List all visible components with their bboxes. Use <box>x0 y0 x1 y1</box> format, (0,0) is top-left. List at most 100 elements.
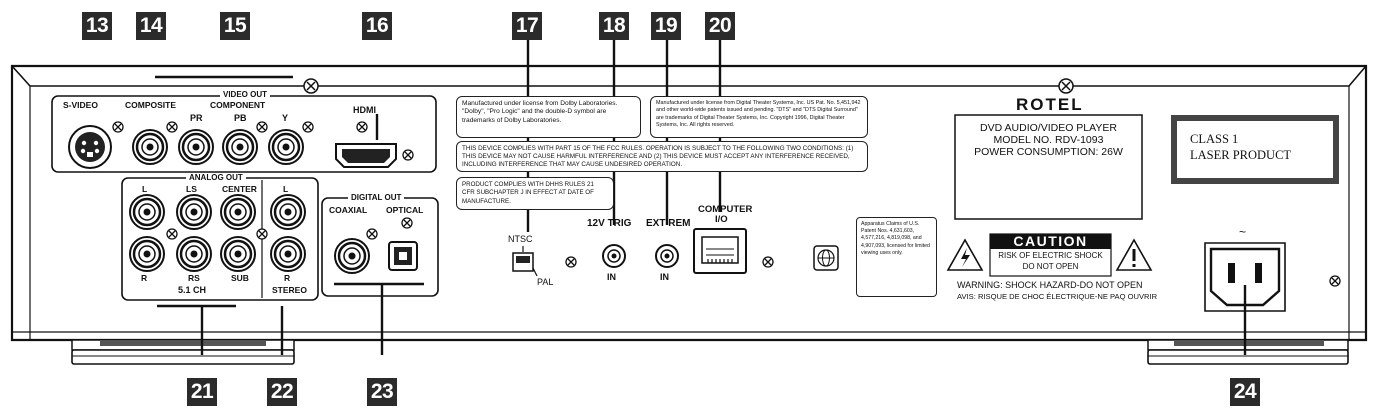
trig-label: 12V TRIG <box>587 218 632 229</box>
hazard-triangle-right <box>1115 238 1153 271</box>
avis-line: AVIS: RISQUE DE CHOC ÉLECTRIQUE-NE PAQ O… <box>957 292 1158 301</box>
screw-2 <box>166 121 178 133</box>
rca-pb <box>222 129 258 165</box>
rca-analog-center <box>220 194 256 230</box>
rca-analog-sub <box>220 236 256 272</box>
callout-15: 15 <box>220 12 250 40</box>
right-foot <box>1147 339 1349 365</box>
y-label: Y <box>282 113 289 123</box>
svideo-jack <box>68 125 112 169</box>
screw-10 <box>401 217 413 229</box>
pr-label: PR <box>190 113 203 123</box>
trig-in-label: IN <box>607 272 616 282</box>
rca-analog-l <box>129 194 165 230</box>
screw-11 <box>565 256 577 268</box>
screw-5 <box>356 121 368 133</box>
analog-l-label: L <box>142 184 148 194</box>
pal-label: PAL <box>537 277 554 287</box>
callout-23: 23 <box>367 378 397 406</box>
digital-out-title: DIGITAL OUT <box>348 193 405 202</box>
callout-16: 16 <box>362 12 392 40</box>
screw-top-right <box>1058 78 1074 94</box>
analog-stereo-label: STEREO <box>272 285 307 295</box>
rca-composite <box>132 129 168 165</box>
screw-14 <box>1329 275 1341 287</box>
fcc-notice: THIS DEVICE COMPLIES WITH PART 15 OF THE… <box>456 141 868 172</box>
analog-sub-label: SUB <box>231 273 249 283</box>
trig-jack <box>602 244 626 268</box>
extrem-in-label: IN <box>660 272 669 282</box>
model-label-box <box>954 114 1143 220</box>
optical-port <box>388 241 418 271</box>
callout-17: 17 <box>512 12 542 40</box>
computer-label: COMPUTER <box>698 204 753 215</box>
video-out-title: VIDEO OUT <box>220 90 271 99</box>
analog-out-title: ANALOG OUT <box>186 173 246 182</box>
model-line3: POWER CONSUMPTION: 26W <box>974 146 1123 158</box>
analog-ls-label: LS <box>186 184 197 194</box>
screw-4 <box>302 121 314 133</box>
hazard-triangle-left <box>946 238 984 271</box>
analog-r-label: R <box>141 273 148 283</box>
panel-screws <box>112 121 1341 287</box>
caution-line1: RISK OF ELECTRIC SHOCK <box>998 251 1103 260</box>
svideo-label: S-VIDEO <box>63 100 98 110</box>
hdmi-label: HDMI <box>353 105 376 115</box>
callout-18: 18 <box>599 12 629 40</box>
composite-label: COMPOSITE <box>125 100 177 110</box>
model-line1: DVD AUDIO/VIDEO PLAYER <box>980 122 1117 134</box>
computer-io-port <box>693 228 747 274</box>
dts-notice: Manufactured under license from Digital … <box>650 96 868 138</box>
callout-24: 24 <box>1230 378 1260 406</box>
chassis-inner-sides <box>29 86 1350 340</box>
rca-jacks <box>129 129 370 274</box>
laser-line1: CLASS 1 <box>1190 132 1239 146</box>
ntsc-pal-switch <box>512 246 538 277</box>
caution-title: CAUTION <box>1013 233 1088 249</box>
analog-51ch-label: 5.1 CH <box>175 285 210 295</box>
component-label: COMPONENT <box>207 100 269 110</box>
chassis-inner-top <box>11 65 1367 87</box>
dhhs-notice: PRODUCT COMPLIES WITH DHHS RULES 21 CFR … <box>456 177 614 210</box>
model-line2: MODEL NO. RDV-1093 <box>993 134 1104 146</box>
callout-22: 22 <box>267 378 297 406</box>
callout-13: 13 <box>82 12 112 40</box>
warning-line: WARNING: SHOCK HAZARD-DO NOT OPEN <box>957 280 1143 290</box>
brand-logo: ROTEL <box>1016 95 1084 114</box>
computer-io-label: I/O <box>715 214 728 225</box>
laser-line2: LASER PRODUCT <box>1190 148 1292 162</box>
analog-rs-label: RS <box>188 273 200 283</box>
screw-3 <box>256 121 268 133</box>
extrem-jack <box>655 244 679 268</box>
rca-analog-r2 <box>270 236 306 272</box>
left-foot <box>71 339 295 365</box>
globe-logo <box>813 245 839 271</box>
callout-19: 19 <box>651 12 681 40</box>
callout-21: 21 <box>187 378 217 406</box>
caution-line2: DO NOT OPEN <box>1022 262 1079 271</box>
rca-y <box>268 129 304 165</box>
analog-r2-label: R <box>284 273 291 283</box>
analog-center-label: CENTER <box>222 184 257 194</box>
rca-analog-rs <box>176 236 212 272</box>
coaxial-label: COAXIAL <box>329 205 368 215</box>
analog-l2-label: L <box>283 184 289 194</box>
dolby-notice: Manufactured under license from Dolby La… <box>456 96 641 138</box>
pb-label: PB <box>234 113 247 123</box>
patent-notice: Apparatus Claims of U.S. Patent Nos. 4,6… <box>856 217 937 297</box>
callout-14: 14 <box>136 12 166 40</box>
screw-7 <box>166 228 178 240</box>
ntsc-label: NTSC <box>508 234 533 244</box>
rca-analog-ls <box>176 194 212 230</box>
screw-12 <box>762 256 774 268</box>
rca-pr <box>178 129 214 165</box>
ac-symbol: ~ <box>1239 225 1247 239</box>
rca-analog-r <box>129 236 165 272</box>
caution-title-bar <box>990 234 1111 249</box>
laser-box-inner <box>1177 121 1333 178</box>
hdmi-port <box>335 143 397 168</box>
screw-9 <box>366 228 378 240</box>
screw-top-left <box>303 78 319 94</box>
